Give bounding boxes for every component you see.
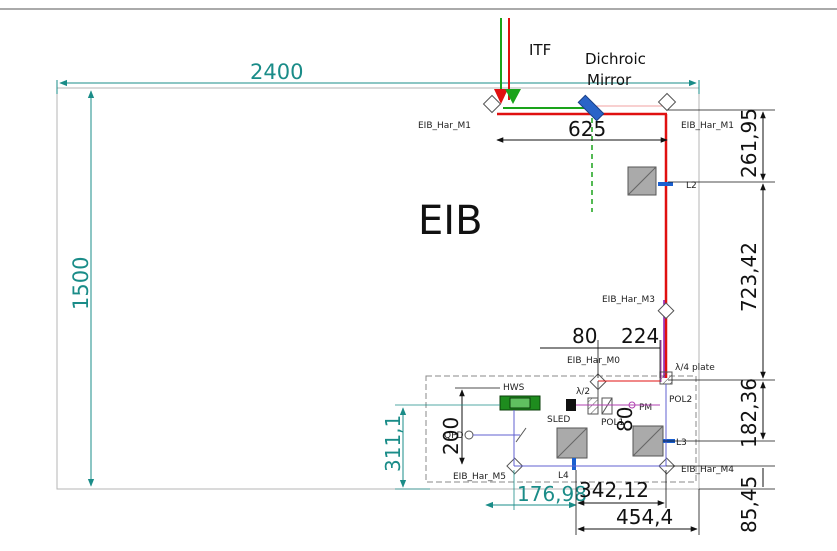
- dimension-311-1-label: 311,1: [381, 415, 405, 472]
- dimension-261-95: 261,95: [668, 108, 775, 183]
- dimension-261-95-label: 261,95: [737, 108, 761, 178]
- m1-left-label: EIB_Har_M1: [418, 121, 471, 131]
- dimension-454-4: 454,4: [577, 489, 700, 535]
- dimension-723-42-label: 723,42: [737, 242, 761, 312]
- pol1-label: POL1: [601, 418, 624, 428]
- green-arrowhead: [505, 89, 521, 104]
- dimension-176-98: 176,98: [485, 470, 587, 510]
- m4-label: EIB_Har_M4: [681, 465, 734, 475]
- l4-label: L4: [558, 471, 569, 481]
- qpd-pickoff: [515, 427, 527, 443]
- mirror-label: Mirror: [587, 71, 632, 89]
- dimension-625: 625: [496, 117, 668, 143]
- l2-label: L2: [686, 181, 697, 191]
- dimension-182-36: 182,36: [663, 378, 775, 448]
- eib-title: EIB: [418, 198, 483, 244]
- pm-label: PM: [639, 403, 652, 413]
- lens-l2: [658, 182, 673, 186]
- dimension-1500-label: 1500: [69, 257, 93, 310]
- l3-label: L3: [676, 438, 687, 448]
- dimension-1500: 1500: [69, 90, 95, 487]
- sub-assembly-box: [425, 375, 697, 483]
- quarter-wave-label: λ/4 plate: [675, 363, 715, 373]
- half-wave-plate: [587, 397, 599, 415]
- dimension-723-42: 723,42: [668, 183, 775, 381]
- dichroic-mirror: [577, 94, 605, 122]
- l4-mount-diagonal: [556, 427, 588, 459]
- dimension-176-98-label: 176,98: [517, 482, 587, 506]
- hws-aperture: [509, 397, 531, 409]
- dimension-85-45: 85,45: [666, 465, 775, 533]
- m5-label: EIB_Har_M5: [453, 472, 506, 482]
- dichroic-label: Dichroic: [585, 50, 646, 68]
- m3-label: EIB_Har_M3: [602, 295, 655, 305]
- mirror-m3: [657, 302, 675, 320]
- m1-right-label: EIB_Har_M1: [681, 121, 734, 131]
- pol1-diagonal: [601, 397, 613, 415]
- m0-label: EIB_Har_M0: [567, 356, 620, 366]
- l2-mount-diagonal: [627, 166, 657, 196]
- dimension-200: 200: [439, 387, 500, 465]
- pol2-label: POL2: [669, 395, 692, 405]
- dimension-311-1: 311,1: [381, 404, 500, 490]
- eib-bench-outline: [56, 87, 700, 490]
- dimension-80-top-label: 80: [572, 324, 597, 348]
- dimension-80-224: 80 224: [540, 324, 661, 378]
- hws-label: HWS: [503, 383, 525, 393]
- qpd-label: QPD: [444, 431, 464, 441]
- dimension-342-12: 342,12: [575, 470, 667, 535]
- l3-mount-diagonal: [632, 425, 664, 457]
- sled-source: [566, 399, 576, 411]
- half-wave-label: λ/2: [576, 387, 590, 397]
- dimension-80-vertical-label: 80: [613, 407, 637, 432]
- dimension-625-label: 625: [568, 117, 606, 141]
- dimension-182-36-label: 182,36: [737, 378, 761, 448]
- dimension-200-label: 200: [439, 417, 463, 455]
- pol1-element: [601, 397, 613, 415]
- qpd-detector: [464, 430, 474, 440]
- sled-label: SLED: [547, 415, 570, 425]
- dimension-2400-label: 2400: [250, 60, 303, 84]
- mirror-m1-right: [657, 92, 677, 112]
- dimension-224-label: 224: [621, 324, 659, 348]
- itf-label: ITF: [529, 41, 551, 59]
- dimension-80-vertical: 80: [613, 407, 637, 432]
- dimension-85-45-label: 85,45: [737, 476, 761, 533]
- dimension-454-4-label: 454,4: [616, 505, 673, 529]
- lens-l4: [572, 458, 576, 470]
- red-arrowhead: [494, 89, 508, 104]
- mirror-m1-left: [482, 94, 502, 114]
- dimension-2400: 2400: [56, 60, 700, 94]
- pol2-element: [659, 371, 673, 385]
- dimension-342-12-label: 342,12: [579, 478, 649, 502]
